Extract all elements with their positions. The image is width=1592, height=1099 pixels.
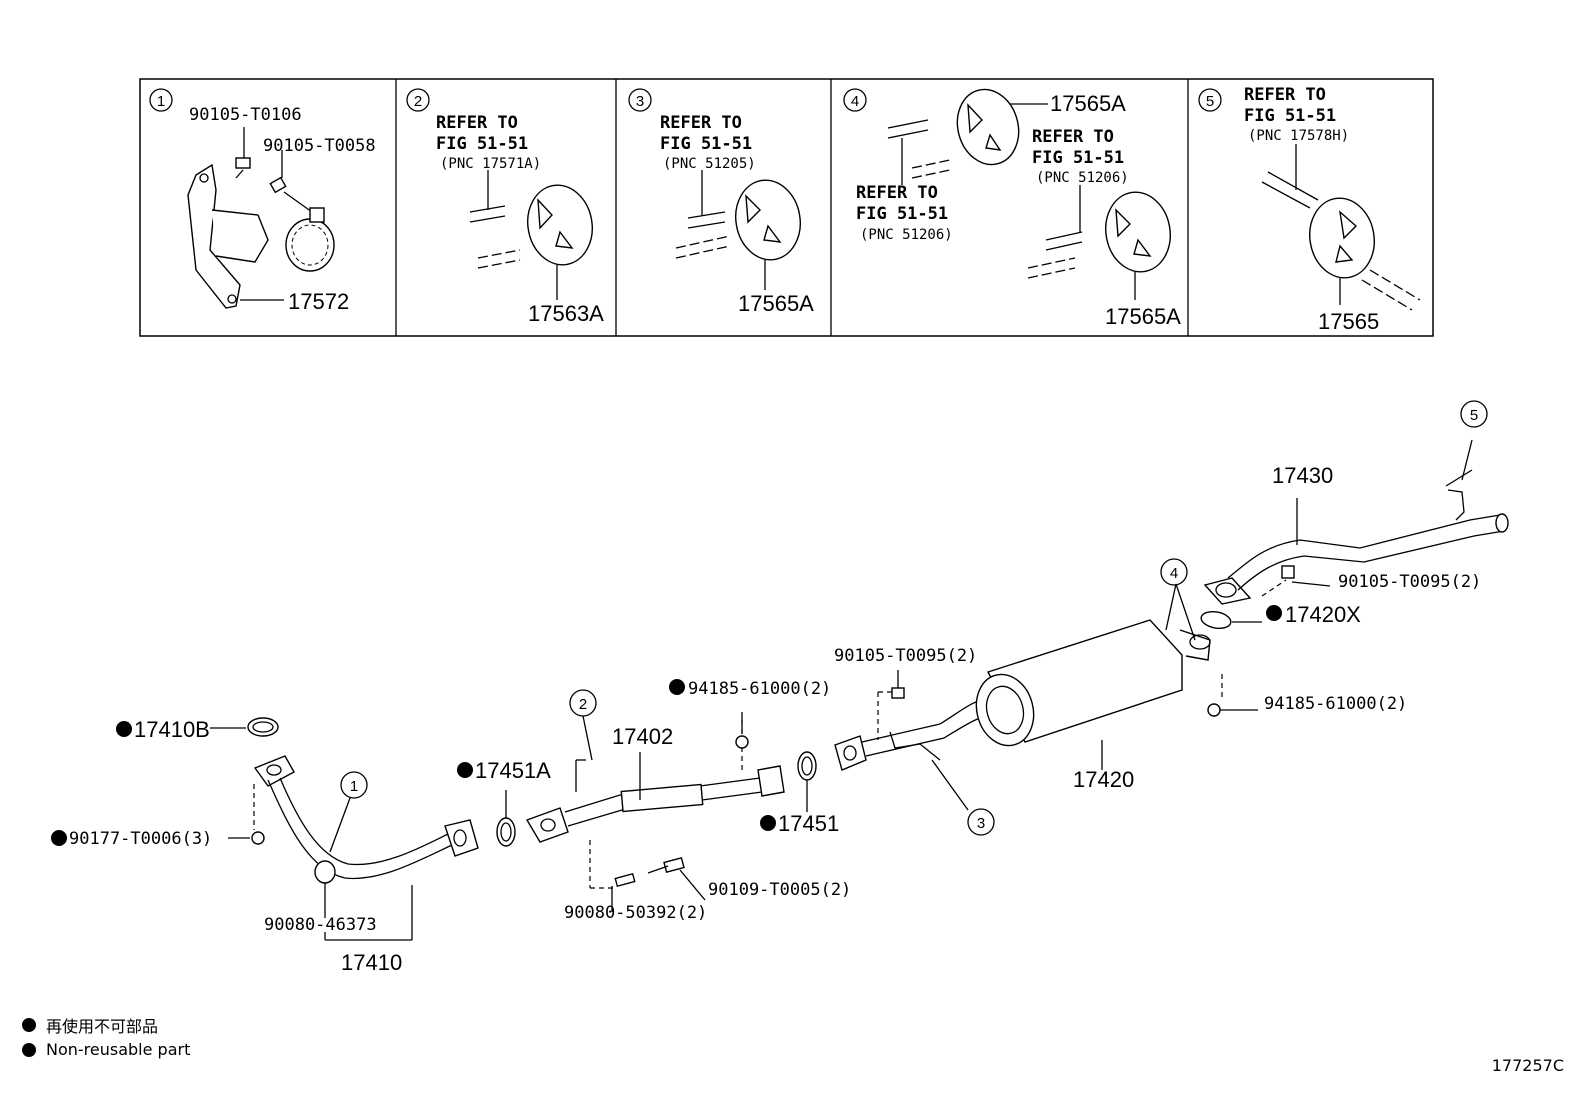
label-17420X: 17420X	[1285, 602, 1361, 627]
main-labels: 17410B 90177-T0006(3) 90080-46373 17410 …	[69, 463, 1481, 975]
front-pipe-17410	[247, 717, 479, 941]
detail-box-4: 4 17565A REFER TO FIG 51-51 (PNC 51206) …	[843, 88, 1181, 329]
callout-2: 2	[579, 696, 587, 713]
box-5-fig: FIG 51-51	[1244, 106, 1336, 126]
box-2-index: 2	[414, 93, 422, 110]
label-17451: 17451	[778, 811, 839, 836]
box-1-part-a: 90105-T0106	[189, 105, 302, 125]
box-4-refer-a: REFER TO	[856, 183, 938, 203]
label-17430: 17430	[1272, 463, 1333, 488]
box-4-index: 4	[851, 93, 859, 110]
callout-5: 5	[1470, 407, 1478, 424]
box-1-part-c: 17572	[288, 289, 349, 314]
clamp-shape	[285, 218, 335, 272]
detail-box-5: 5 REFER TO FIG 51-51 (PNC 17578H) 17565	[1198, 85, 1421, 334]
label-90080-46373: 90080-46373	[264, 915, 377, 935]
box-5-refer: REFER TO	[1244, 85, 1326, 105]
box-2-fig: FIG 51-51	[436, 134, 528, 154]
label-94185-a: 94185-61000(2)	[688, 679, 831, 699]
non-reusable-dot-icon	[22, 1042, 36, 1057]
detail-box-2: 2 REFER TO FIG 51-51 (PNC 17571A) 17563A	[406, 88, 604, 326]
box-3-part: 17565A	[738, 291, 814, 316]
center-pipe-17402	[525, 712, 785, 912]
callout-4: 4	[1170, 565, 1178, 582]
muffler-17420	[834, 583, 1258, 811]
box-4-fig-b: FIG 51-51	[1032, 148, 1124, 168]
label-17410B: 17410B	[134, 717, 210, 742]
label-90105-a: 90105-T0095(2)	[834, 646, 977, 666]
nut-icon	[251, 831, 265, 845]
box-1-index: 1	[157, 93, 165, 110]
label-90177: 90177-T0006(3)	[69, 829, 212, 849]
gasket-17451-shape	[797, 751, 817, 781]
box-3-pnc: (PNC 51205)	[663, 156, 756, 172]
callouts: 1 2 3 4 5	[329, 400, 1488, 853]
label-90105-b: 90105-T0095(2)	[1338, 572, 1481, 592]
box-4-part: 17565A	[1105, 304, 1181, 329]
gasket-17410B-shape	[247, 717, 279, 737]
box-2-pnc: (PNC 17571A)	[440, 156, 541, 172]
legend-text-en: Non-reusable part	[46, 1040, 191, 1059]
non-reusable-markers	[51, 605, 1282, 846]
box-4-refer-b: REFER TO	[1032, 127, 1114, 147]
box-1-part-b: 90105-T0058	[263, 136, 376, 156]
figure-code: 177257C	[1491, 1056, 1564, 1075]
label-17420: 17420	[1073, 767, 1134, 792]
box-3-index: 3	[636, 93, 644, 110]
label-90109: 90109-T0005(2)	[708, 880, 851, 900]
box-4-pnc-a: (PNC 51206)	[860, 227, 953, 243]
box-2-refer: REFER TO	[436, 113, 518, 133]
label-17410: 17410	[341, 950, 402, 975]
callout-3: 3	[977, 815, 985, 832]
label-17451A: 17451A	[475, 758, 551, 783]
label-94185-b: 94185-61000(2)	[1264, 694, 1407, 714]
gasket-17451A-shape	[496, 817, 516, 847]
detail-box-1: 1 90105-T0106 90105-T0058 17572	[149, 88, 376, 314]
box-3-fig: FIG 51-51	[660, 134, 752, 154]
bracket-17572-shape	[187, 163, 241, 309]
legend: 再使用不可部品 Non-reusable part	[22, 1012, 190, 1062]
legend-row-jp: 再使用不可部品	[22, 1012, 190, 1037]
legend-row-en: Non-reusable part	[22, 1037, 190, 1062]
non-reusable-dot-icon	[22, 1017, 36, 1032]
hanger-shape	[527, 184, 593, 266]
box-4-part-top: 17565A	[1050, 91, 1126, 116]
box-3-refer: REFER TO	[660, 113, 742, 133]
detail-box-frame	[139, 78, 1434, 337]
box-4-pnc-b: (PNC 51206)	[1036, 170, 1129, 186]
box-5-index: 5	[1206, 93, 1214, 110]
detail-box-3: 3 REFER TO FIG 51-51 (PNC 51205) 17565A	[628, 88, 814, 316]
box-5-pnc: (PNC 17578H)	[1248, 128, 1349, 144]
tail-pipe-17430	[1203, 439, 1509, 605]
gasket-17420X-shape	[1200, 611, 1232, 629]
bolt-icon	[235, 157, 251, 169]
box-4-fig-a: FIG 51-51	[856, 204, 948, 224]
label-90080-50392: 90080-50392(2)	[564, 903, 707, 923]
legend-text-jp: 再使用不可部品	[46, 1016, 159, 1036]
box-2-part: 17563A	[528, 301, 604, 326]
callout-1: 1	[350, 778, 358, 795]
box-5-part: 17565	[1318, 309, 1379, 334]
label-17402: 17402	[612, 724, 673, 749]
